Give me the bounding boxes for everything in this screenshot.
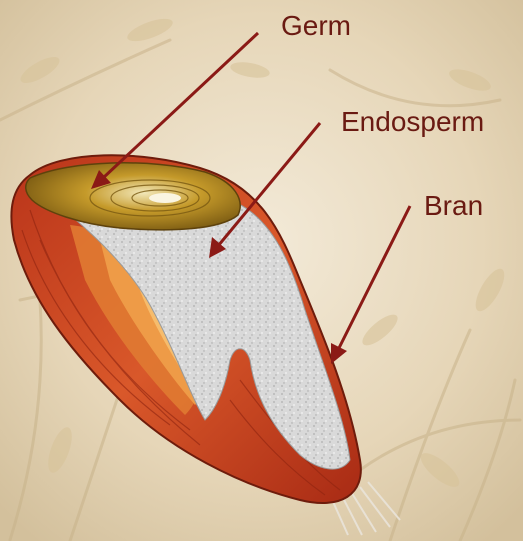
label-bran: Bran: [424, 190, 483, 222]
label-germ: Germ: [281, 10, 351, 42]
label-endosperm: Endosperm: [341, 106, 484, 138]
